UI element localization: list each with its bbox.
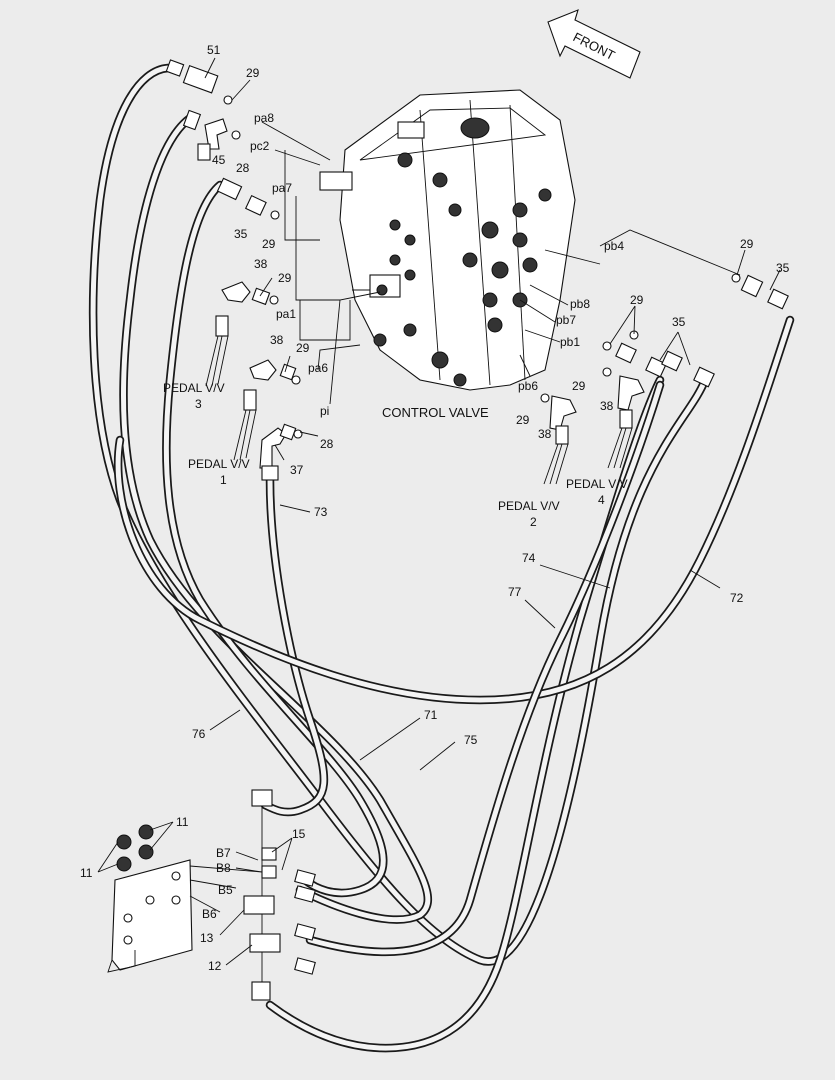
- pedal-3-number: 3: [195, 397, 202, 411]
- port-pb6: pb6: [518, 379, 538, 393]
- pedal-2-label: PEDAL V/V: [498, 499, 560, 513]
- callout-29: 29: [278, 271, 292, 285]
- port-pa1: pa1: [276, 307, 296, 321]
- pedal-4-number: 4: [598, 493, 605, 507]
- callout-71: 71: [424, 708, 438, 722]
- control-valve-title: CONTROL VALVE: [382, 405, 489, 420]
- callout-29: 29: [262, 237, 276, 251]
- callout-45: 45: [212, 153, 226, 167]
- port-pc2: pc2: [250, 139, 270, 153]
- callout-72: 72: [730, 591, 744, 605]
- callout-77: 77: [508, 585, 522, 599]
- port-pa6: pa6: [308, 361, 328, 375]
- callout-29: 29: [246, 66, 260, 80]
- callout-29: 29: [630, 293, 644, 307]
- bracket-manifold: [107, 789, 316, 1001]
- control-valve-body: [319, 89, 576, 391]
- callout-29: 29: [740, 237, 754, 251]
- port-pa8: pa8: [254, 111, 274, 125]
- port-pb7: pb7: [556, 313, 576, 327]
- callout-38: 38: [538, 427, 552, 441]
- callout-38: 38: [254, 257, 268, 271]
- port-b7: B7: [216, 846, 231, 860]
- pedal-3-label: PEDAL V/V: [163, 381, 225, 395]
- callout-76: 76: [192, 727, 206, 741]
- port-pi: pi: [320, 404, 329, 418]
- callout-38: 38: [270, 333, 284, 347]
- callout-29: 29: [572, 379, 586, 393]
- callout-35: 35: [672, 315, 686, 329]
- port-pb8: pb8: [570, 297, 590, 311]
- front-arrow: FRONT: [547, 9, 641, 79]
- port-pa7: pa7: [272, 181, 292, 195]
- callout-12: 12: [208, 959, 222, 973]
- port-pb1: pb1: [560, 335, 580, 349]
- callout-13: 13: [200, 931, 214, 945]
- callout-37: 37: [290, 463, 304, 477]
- port-b5: B5: [218, 883, 233, 897]
- leader-lines: [97, 57, 781, 966]
- callout-38: 38: [600, 399, 614, 413]
- port-pb4: pb4: [604, 239, 624, 253]
- callout-51: 51: [207, 43, 221, 57]
- callout-28: 28: [236, 161, 250, 175]
- callout-75: 75: [464, 733, 478, 747]
- callout-15: 15: [292, 827, 306, 841]
- pedal-1-number: 1: [220, 473, 227, 487]
- left-fittings: [165, 59, 303, 481]
- port-b6: B6: [202, 907, 217, 921]
- callout-35: 35: [776, 261, 790, 275]
- callout-28: 28: [320, 437, 334, 451]
- callout-74: 74: [522, 551, 536, 565]
- callout-29: 29: [296, 341, 310, 355]
- pedal-4-label: PEDAL V/V: [566, 477, 628, 491]
- callout-11: 11: [80, 866, 93, 880]
- callout-35: 35: [234, 227, 248, 241]
- hoses: [88, 63, 795, 1053]
- callout-73: 73: [314, 505, 328, 519]
- pedal-1-label: PEDAL V/V: [188, 457, 250, 471]
- right-fittings: [540, 273, 789, 485]
- callout-11: 11: [176, 815, 189, 829]
- pedal-2-number: 2: [530, 515, 537, 529]
- port-b8: B8: [216, 861, 231, 875]
- labels: CONTROL VALVE 51 29 pa8 pc2 45 28 pa7 35…: [80, 43, 790, 973]
- callout-29: 29: [516, 413, 530, 427]
